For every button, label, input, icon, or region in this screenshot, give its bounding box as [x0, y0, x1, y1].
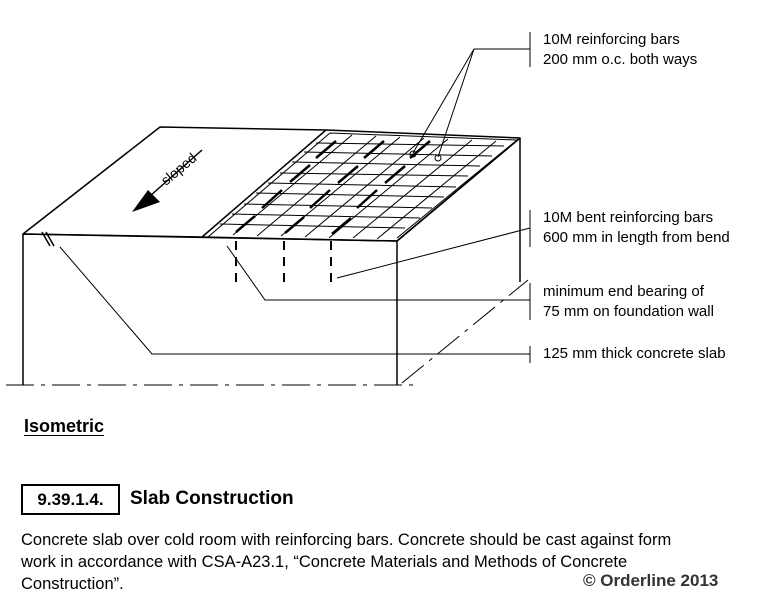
foundation-wall-front: [22, 137, 521, 385]
callout-end-bearing: minimum end bearing of 75 mm on foundati…: [543, 282, 714, 322]
slope-label: sloped: [158, 150, 200, 189]
bent-bars: [235, 140, 431, 235]
isometric-drawing: sloped: [6, 32, 531, 386]
hidden-bars: [235, 241, 332, 286]
callout-line: 125 mm thick concrete slab: [543, 345, 726, 362]
callout-line: 10M bent reinforcing bars: [543, 209, 714, 226]
callout-line: minimum end bearing of: [543, 283, 704, 300]
callout-reinforcing-bars: 10M reinforcing bars 200 mm o.c. both wa…: [543, 30, 697, 70]
callout-line: 10M reinforcing bars: [543, 31, 680, 48]
section-number: 9.39.1.4.: [21, 484, 120, 515]
section-title: Slab Construction: [130, 488, 294, 509]
callout-line: 600 mm in length from bend: [543, 229, 730, 246]
callout-slab: 125 mm thick concrete slab: [543, 344, 726, 364]
rebar-mesh: [219, 134, 505, 240]
callout-bent-bars: 10M bent reinforcing bars 600 mm in leng…: [543, 208, 730, 248]
callout-line: 75 mm on foundation wall: [543, 303, 714, 320]
leader-lines: [59, 32, 531, 363]
slab-top: [201, 129, 521, 242]
copyright-notice: © Orderline 2013: [583, 571, 719, 590]
description-text: Concrete slab over cold room with reinfo…: [21, 531, 672, 593]
view-label: Isometric: [24, 416, 105, 436]
callout-line: 200 mm o.c. both ways: [543, 51, 698, 68]
slope-arrow: [132, 149, 203, 212]
center-lines: [6, 279, 529, 386]
